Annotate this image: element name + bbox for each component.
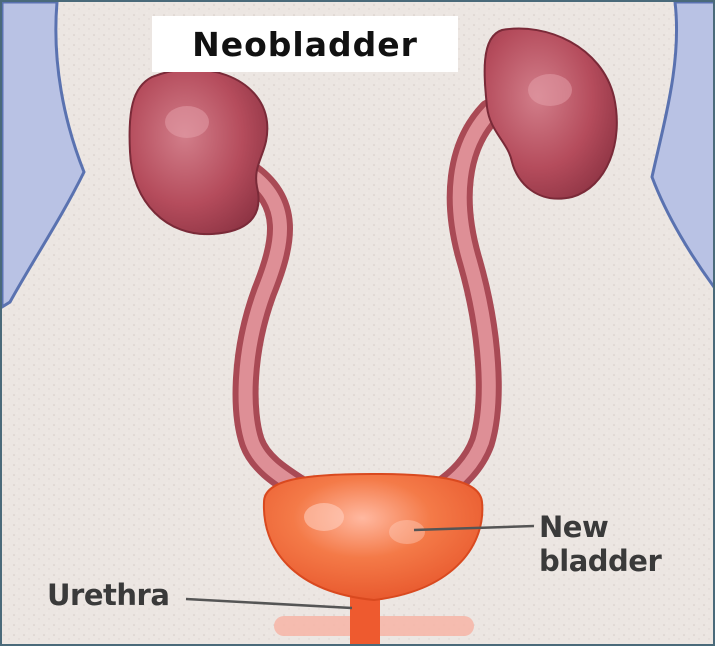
new-bladder-label-line1: New (539, 510, 709, 544)
bladder-highlight (304, 503, 344, 531)
diagram-title: Neobladder (152, 16, 458, 72)
urethra-label: Urethra (47, 578, 169, 612)
bladder-highlight-2 (389, 520, 425, 544)
new-bladder-label: New bladder (539, 510, 709, 578)
new-bladder-label-line2: bladder (539, 544, 709, 578)
right-kidney-highlight (528, 74, 572, 106)
left-kidney-highlight (165, 106, 209, 138)
